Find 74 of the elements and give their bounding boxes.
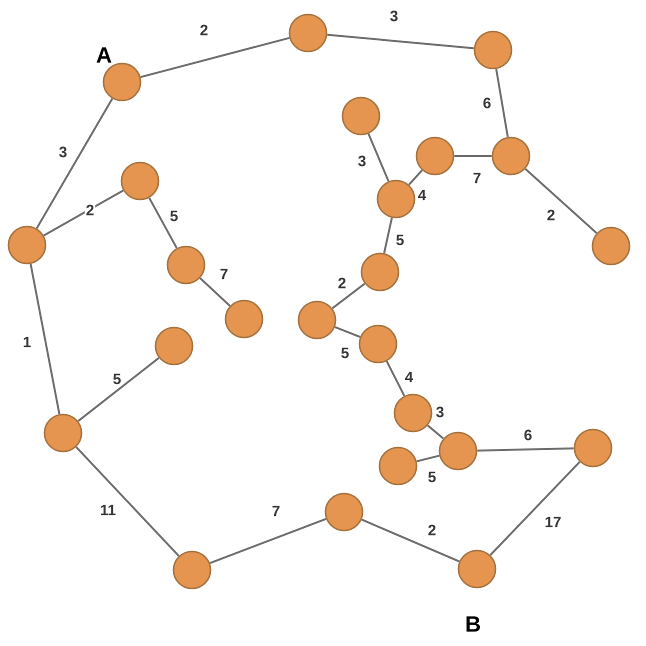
node-label: B [466,616,480,632]
edge-line [386,360,406,396]
node-circle [592,226,630,266]
edge-label: 2 [84,204,96,216]
node-circle [474,30,512,70]
edge-line [408,170,423,186]
node-circle [224,300,264,338]
edge-label: 5 [426,470,438,484]
edge-label: 2 [546,208,556,222]
node-circle [574,428,612,468]
edge-label: 2 [426,524,438,536]
edge-label: 5 [168,210,180,222]
node-circle [394,394,432,432]
edge-label: 2 [336,276,348,290]
node-circle [44,414,82,452]
edge-label: 6 [522,428,534,442]
edge-label: 4 [404,370,414,384]
edge-label: 17 [544,516,562,528]
node-circle [166,246,206,284]
edge-line [78,357,160,422]
node-circle [458,550,496,588]
node-circle [154,326,194,366]
edge-line [210,518,326,564]
edge-label: 7 [270,504,282,518]
node-circle [8,226,46,264]
edge-line [477,447,574,452]
node-circle [378,446,418,486]
node-circle [102,62,142,102]
edge-label: 7 [472,172,482,184]
edge-line [524,168,598,234]
edge-line [495,68,509,138]
edge-label: 7 [218,268,230,280]
edge-line [416,454,440,462]
node-circle [120,162,160,200]
edge-line [199,277,231,307]
edge-line [361,518,460,562]
node-circle [438,432,478,470]
node-circle [416,136,454,176]
edge-label: 3 [388,10,400,22]
edge-line [43,190,124,236]
node-circle [288,14,328,52]
edge-line [334,326,360,338]
node-label: A [96,47,112,63]
node-circle [358,324,398,364]
edge-line [36,98,114,229]
edge-line [490,461,580,556]
node-circle [360,252,400,292]
edge-line [148,197,178,249]
edge-label: 5 [112,372,122,386]
edge-line [327,34,474,50]
edge-label: 11 [99,504,117,516]
edge-label: 1 [22,336,32,348]
edge-label: 3 [434,406,446,418]
node-circle [324,492,364,532]
edge-line [454,155,492,157]
edge-line [368,133,390,182]
edge-line [30,264,60,414]
edge-line [332,282,366,310]
edge-label: 2 [198,24,210,36]
edge-label: 3 [356,154,368,168]
edge-label: 6 [482,96,492,110]
edge-line [383,218,393,254]
node-circle [342,96,380,136]
edge-line [76,446,180,557]
edge-label: 4 [416,188,428,202]
edge-line [140,36,290,78]
node-circle [492,136,530,176]
edge-label: 5 [340,346,350,360]
node-circle [298,300,336,340]
node-circle [376,180,416,218]
node-circle [172,550,212,590]
edge-label: 5 [394,234,406,246]
edge-label: 3 [58,146,68,158]
edge-line [427,424,444,440]
